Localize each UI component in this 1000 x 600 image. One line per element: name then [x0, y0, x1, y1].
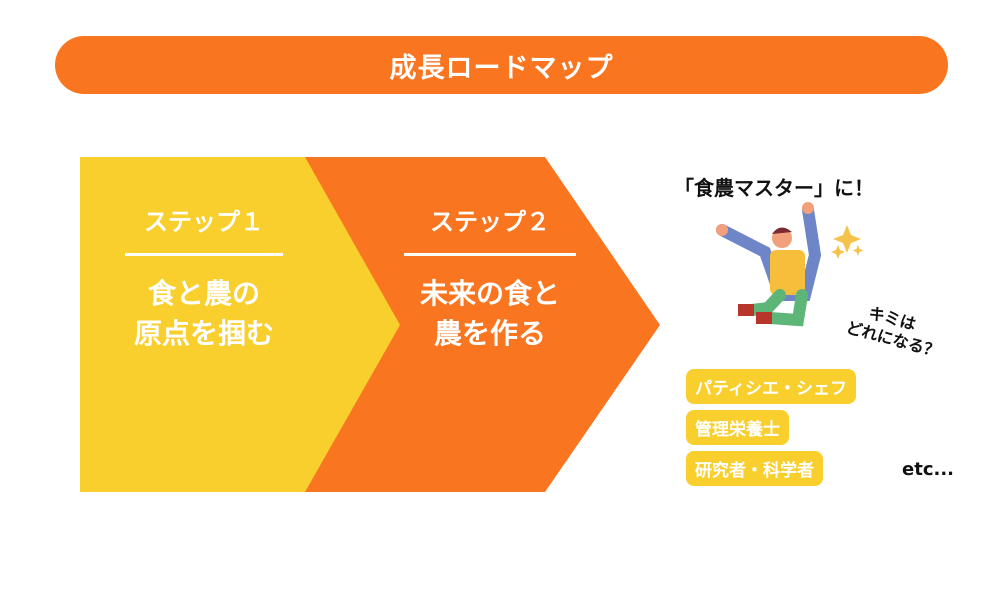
step-1-label: ステップ１ — [144, 208, 264, 236]
step-2-text-line1: 未来の食と — [419, 277, 560, 310]
roadmap-title-banner: 成長ロードマップ — [55, 36, 948, 94]
goal-text: 「食農マスター」に！ — [674, 176, 874, 200]
jumping-person-illustration — [716, 202, 864, 327]
step-1-text-line2: 原点を掴む — [133, 317, 274, 350]
step-2: ステップ２ 未来の食と 農を作る — [400, 202, 580, 354]
career-tag: 管理栄養士 — [686, 410, 789, 445]
step-2-text-line2: 農を作る — [433, 317, 546, 350]
step-1-text-line1: 食と農の — [147, 277, 260, 310]
etc-text: etc... — [902, 459, 954, 480]
sparkle-icon — [831, 225, 864, 259]
divider — [125, 253, 283, 256]
divider — [404, 253, 576, 256]
step-1-arrow — [80, 157, 402, 492]
step-1: ステップ１ 食と農の 原点を掴む — [120, 202, 288, 354]
career-tag: 研究者・科学者 — [686, 451, 823, 486]
career-tag: パティシエ・シェフ — [686, 369, 856, 404]
step-2-label: ステップ２ — [430, 208, 550, 236]
roadmap-title: 成長ロードマップ — [389, 52, 614, 84]
step-2-arrow — [305, 157, 660, 492]
